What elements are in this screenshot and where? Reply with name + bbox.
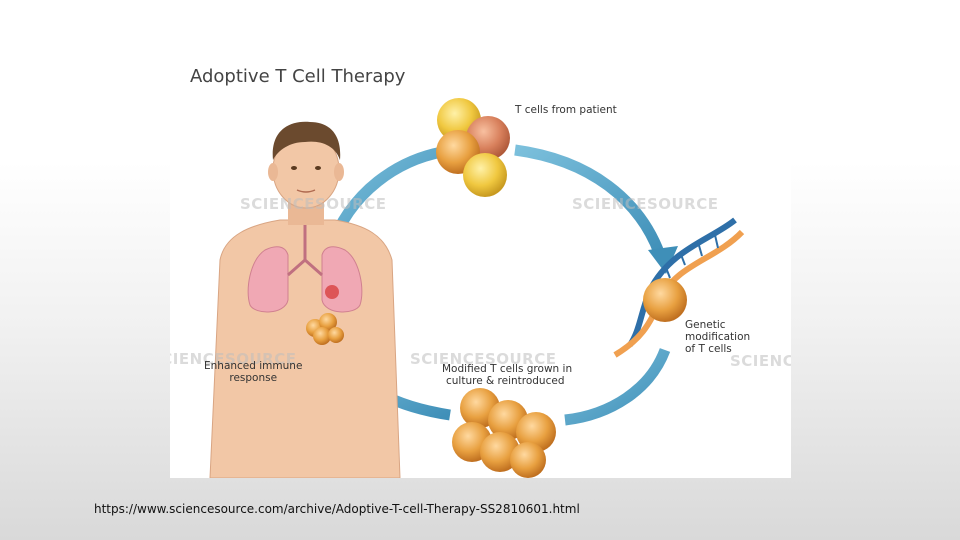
label-modified-t-cells: Modified T cells grown in culture & rein… bbox=[442, 363, 572, 387]
source-link[interactable]: https://www.sciencesource.com/archive/Ad… bbox=[94, 502, 580, 516]
watermark: SCIENCESOURCE bbox=[170, 350, 297, 368]
label-t-cells-from-patient: T cells from patient bbox=[515, 104, 617, 116]
figure-drawing bbox=[209, 98, 745, 478]
watermark: SCIENCESOURCE bbox=[730, 352, 791, 370]
label-line: response bbox=[229, 372, 278, 384]
watermark: SCIENCESOURCE bbox=[572, 195, 719, 213]
watermark: SCIENCESOURCE bbox=[240, 195, 387, 213]
figure-title: Adoptive T Cell Therapy bbox=[190, 66, 406, 87]
label-line: culture & reintroduced bbox=[446, 375, 565, 387]
label-line: of T cells bbox=[685, 343, 732, 355]
dna-helix bbox=[613, 217, 745, 358]
label-line: Enhanced immune bbox=[204, 360, 303, 372]
modified-t-cells bbox=[452, 388, 556, 478]
patient-figure bbox=[209, 121, 401, 478]
label-genetic-modification: Genetic modification of T cells bbox=[685, 319, 750, 355]
label-line: modification bbox=[685, 331, 751, 343]
label-line: Genetic bbox=[685, 319, 726, 331]
patient-t-cells bbox=[436, 98, 510, 197]
figure-image: SCIENCESOURCE SCIENCESOURCE SCIENCESOURC… bbox=[170, 60, 791, 478]
label-enhanced-response: Enhanced immune response bbox=[204, 360, 302, 384]
label-line: Modified T cells grown in bbox=[442, 363, 573, 375]
watermark: SCIENCESOURCE bbox=[410, 350, 557, 368]
